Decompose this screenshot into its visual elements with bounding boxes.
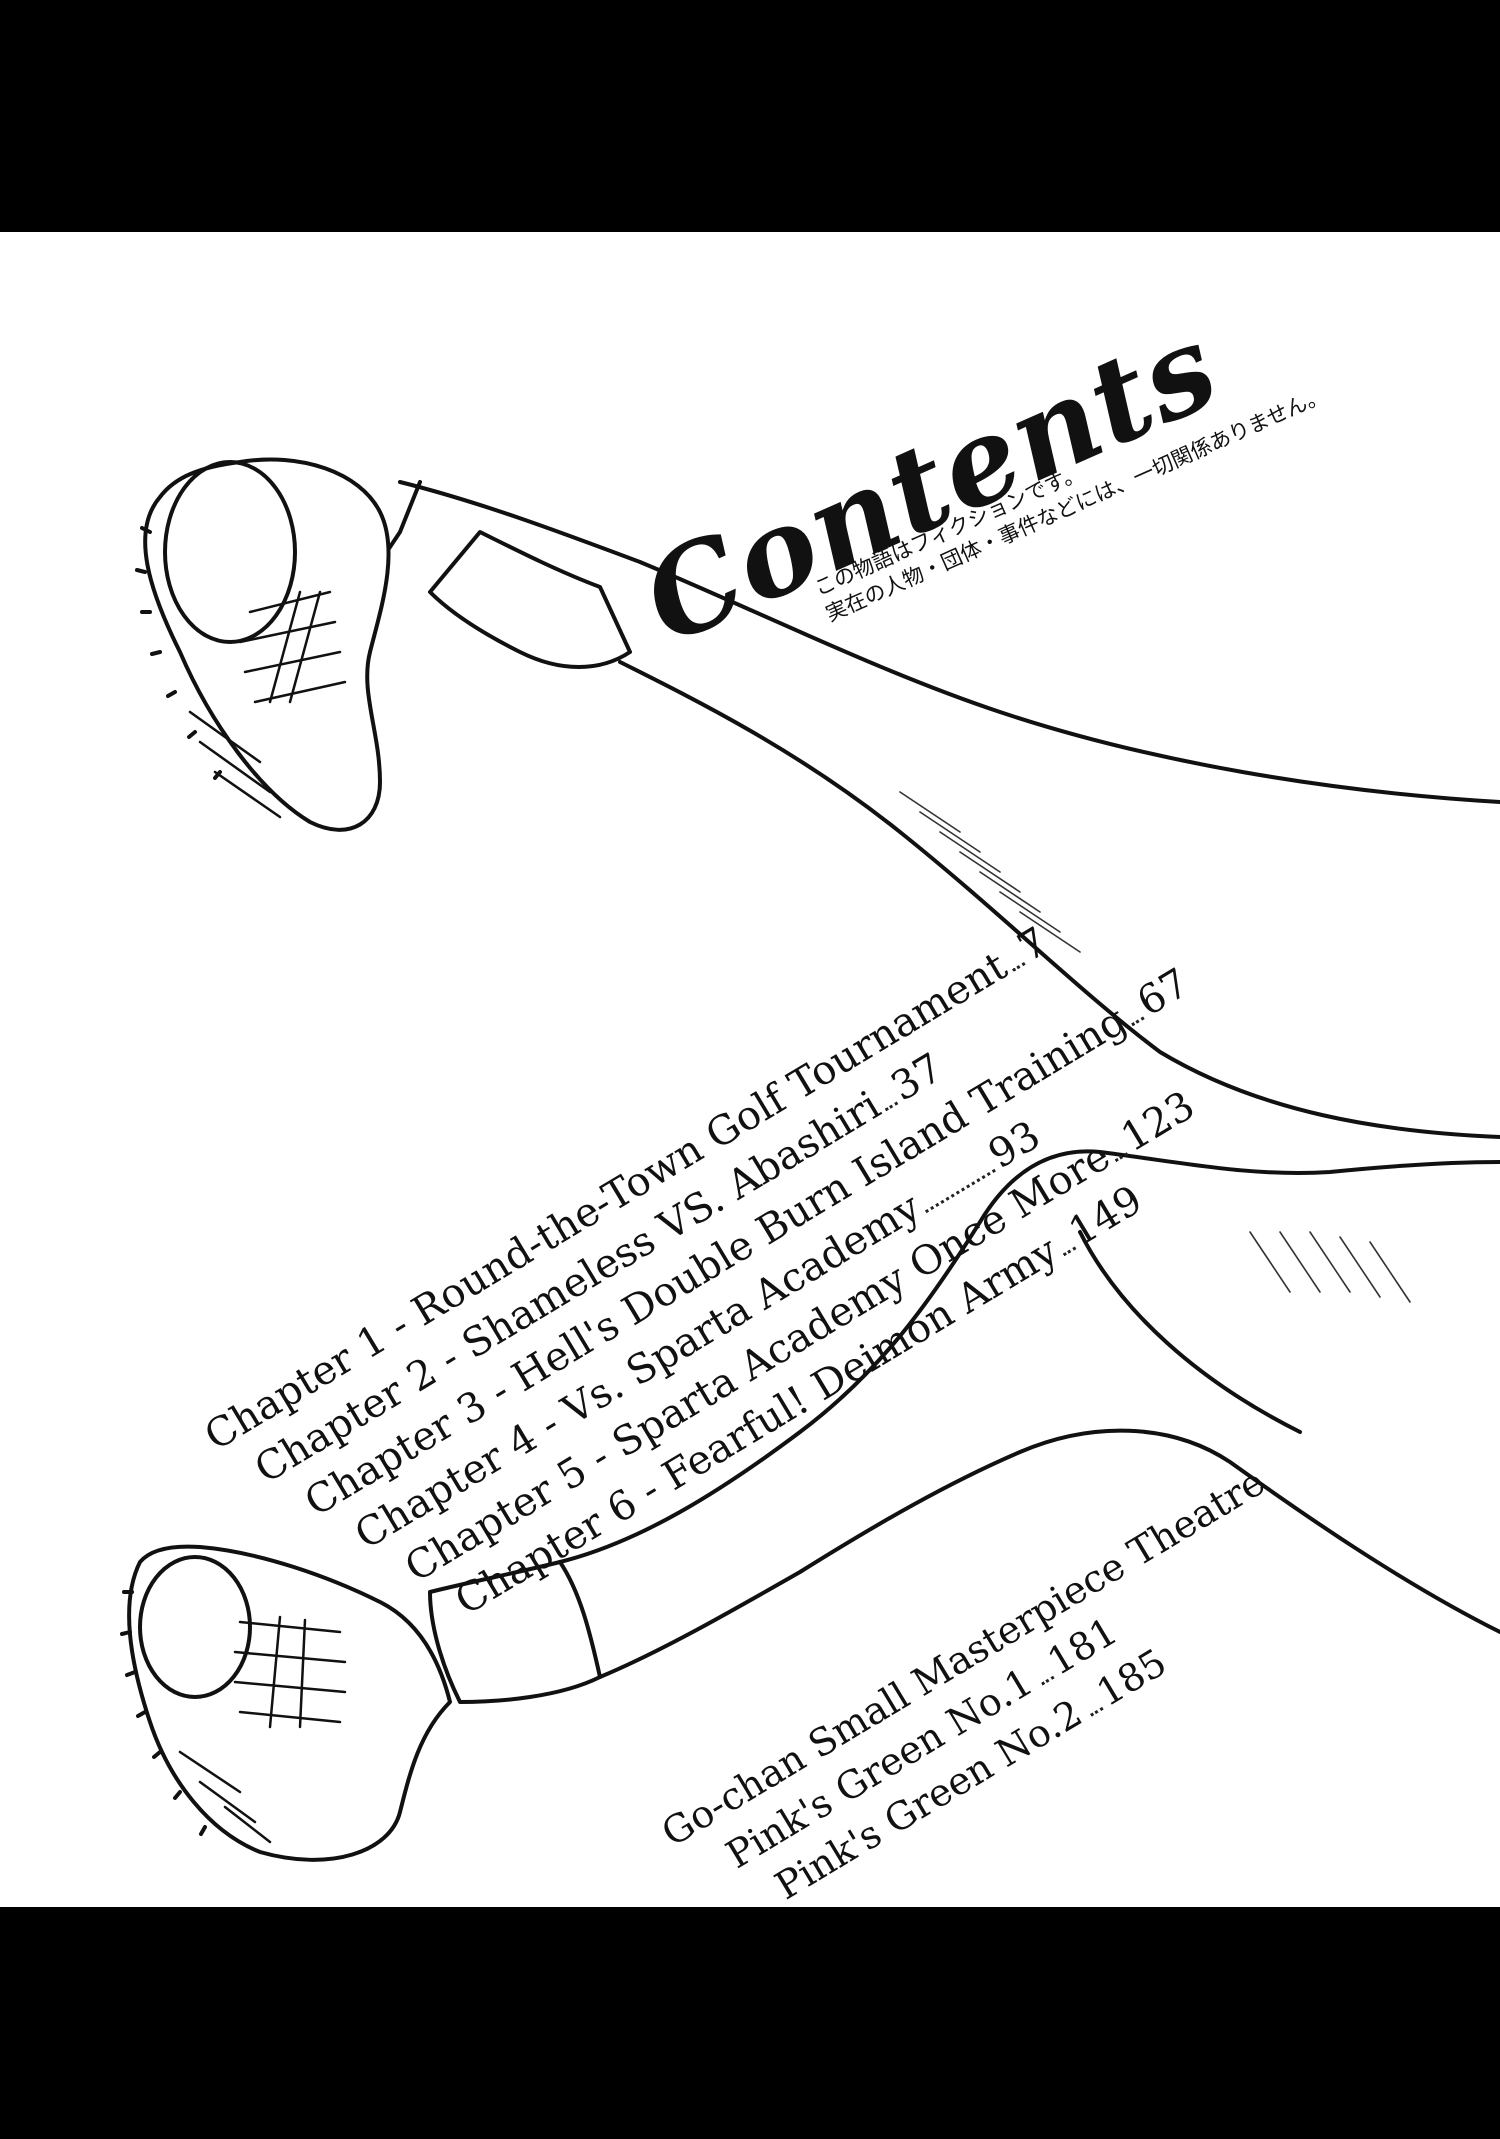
upper-leg-outline-top (398, 480, 1500, 804)
lower-shoe-laces (233, 1615, 347, 1729)
lower-leg-shading (1249, 1231, 1411, 1303)
upper-leg-shading (899, 791, 1081, 953)
lower-knee-fold (1078, 1230, 1302, 1434)
leader-dots (884, 1101, 899, 1112)
lower-leg-outline-bottom (598, 1428, 1500, 1679)
contents-page: Contents この物語はフィクションです。 実在の人物・団体・事件などには、… (0, 232, 1500, 1907)
lower-shoe-stripes (178, 1750, 272, 1844)
lower-sock (428, 1560, 602, 1704)
upper-shoe-cleats (135, 526, 222, 780)
upper-shoe-laces (238, 590, 347, 704)
lower-leg-outline-top (558, 1149, 1500, 1564)
leader-dots (1041, 1675, 1055, 1686)
legs-illustration (120, 457, 1500, 1862)
upper-shoe-stripes (188, 710, 282, 819)
lower-shoe-toe (138, 1555, 252, 1699)
upper-shoe-outline (143, 457, 391, 832)
upper-leg-outline-bottom (618, 660, 1500, 1139)
lower-shoe-cleats (120, 1590, 207, 1836)
upper-sock (428, 530, 632, 669)
leader-dots (1062, 1246, 1077, 1257)
lower-shoe-outline (127, 1544, 452, 1862)
leader-dots (1090, 1706, 1104, 1717)
upper-shoe-toe (163, 460, 297, 644)
